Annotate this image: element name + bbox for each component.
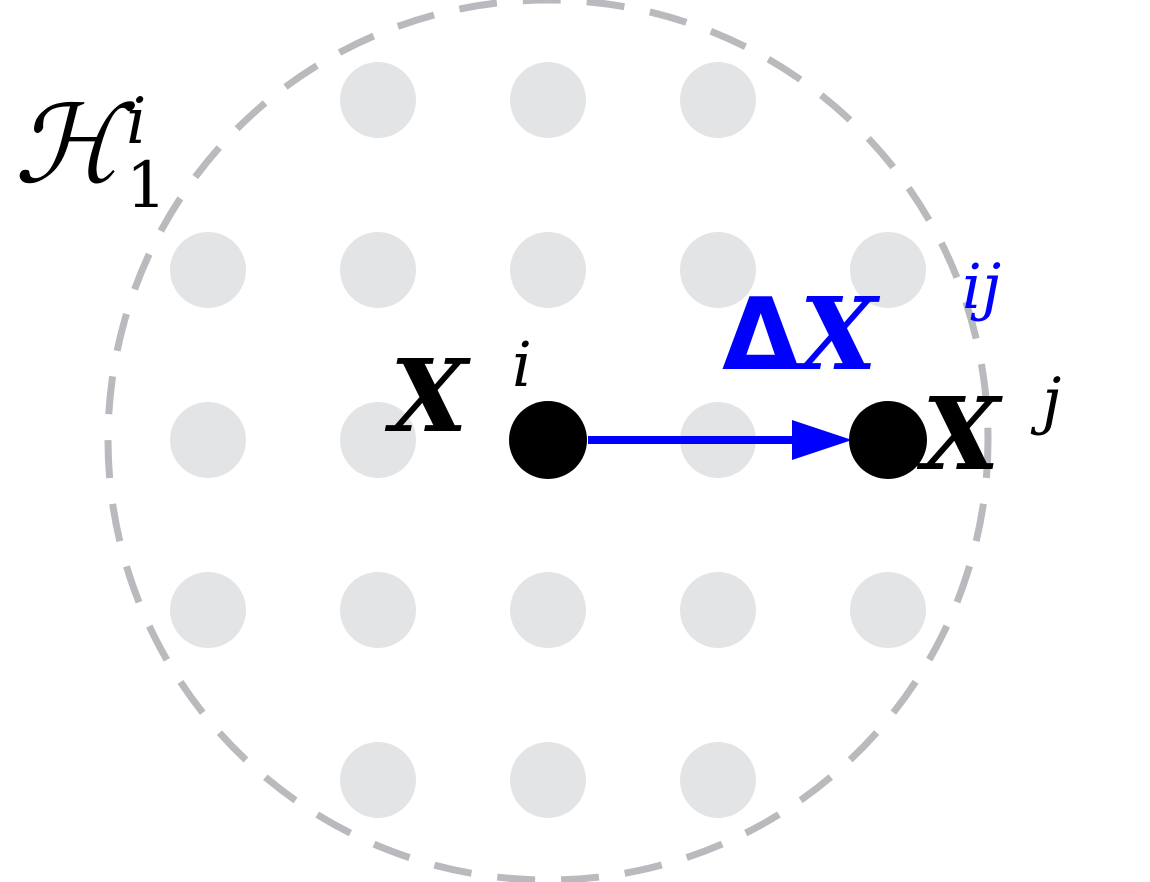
grid-dot	[680, 572, 756, 648]
node-i-superscript: i	[512, 328, 532, 401]
grid-dot	[340, 232, 416, 308]
neighborhood-subscript: 1	[126, 149, 167, 223]
edge-delta-symbol: Δ	[722, 276, 800, 393]
node-i-symbol: X	[390, 337, 468, 455]
node-j-superscript: j	[1042, 364, 1062, 437]
grid-dot	[340, 62, 416, 138]
node-j-label: X j	[922, 370, 1061, 485]
grid-dot	[340, 402, 416, 478]
grid-dot	[680, 742, 756, 818]
grid-dot	[510, 62, 586, 138]
grid-dot	[850, 572, 926, 648]
grid-dot	[340, 572, 416, 648]
edge-superscript: ij	[962, 250, 1002, 323]
node-i	[509, 401, 587, 479]
grid-dot	[170, 402, 246, 478]
grid-dot	[510, 742, 586, 818]
edge-x-symbol: X	[799, 275, 877, 393]
edge-arrowhead	[792, 420, 852, 460]
grid-dot	[680, 62, 756, 138]
node-j	[849, 401, 927, 479]
node-j-symbol: X	[922, 375, 1000, 493]
neighborhood-superscript: i	[126, 85, 147, 159]
neighborhood-symbol: ℋ	[14, 83, 121, 208]
neighborhood-label: ℋ i 1	[14, 90, 167, 218]
grid-dot	[680, 232, 756, 308]
grid-dot	[850, 232, 926, 308]
grid-dot	[340, 742, 416, 818]
grid-dot	[510, 232, 586, 308]
grid-dot	[170, 232, 246, 308]
grid-dot	[510, 572, 586, 648]
node-i-label: X i	[390, 334, 532, 447]
edge-label: ΔX ij	[722, 256, 1001, 385]
neighborhood-circle	[104, 0, 992, 882]
grid-dot	[170, 572, 246, 648]
